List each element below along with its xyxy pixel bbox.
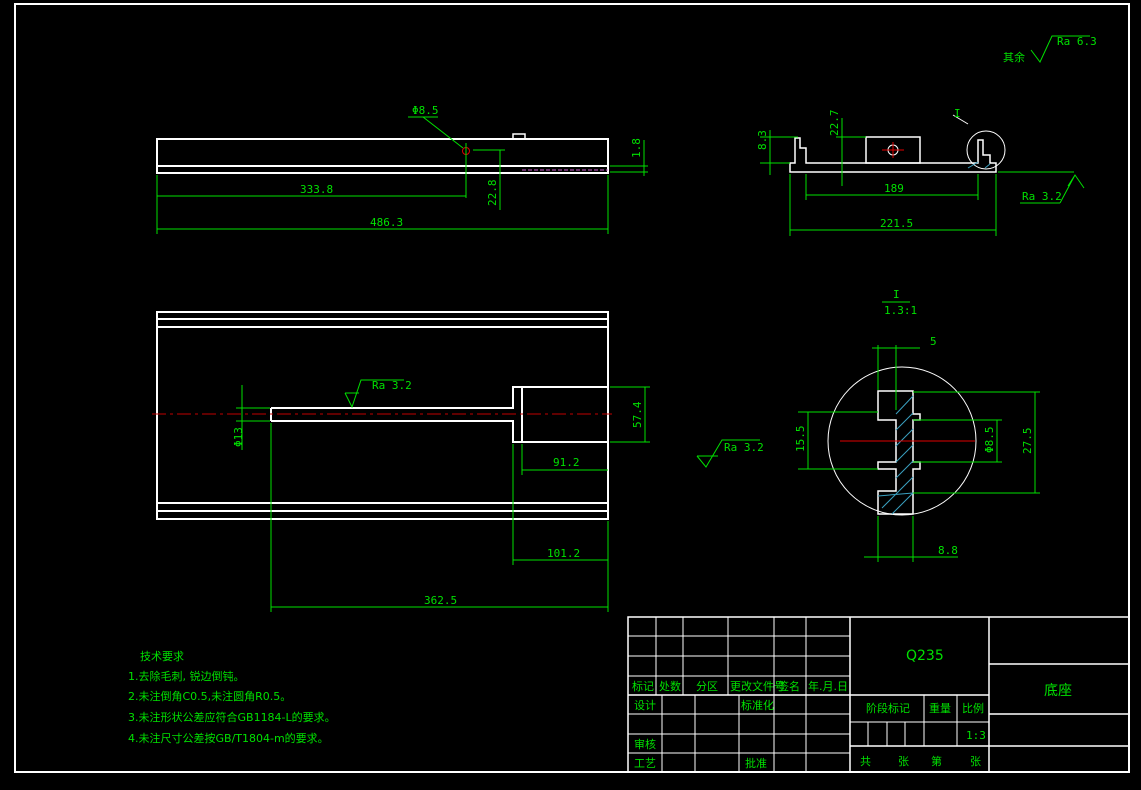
side-detail-marker: I: [954, 107, 961, 120]
side-dim-8-3: 8.3: [756, 130, 769, 150]
side-view: I 8.3 22.7 189 221.5 Ra 3.2: [756, 107, 1085, 236]
row-label-count: 处数: [659, 680, 681, 693]
top-dim-91-2: 91.2: [553, 456, 580, 469]
front-dia-label: Φ8.5: [412, 104, 439, 117]
detail-dim-15-5: 15.5: [794, 426, 807, 453]
detail-scale: 1.3:1: [884, 304, 917, 317]
tech-heading: 技术要求: [140, 650, 184, 663]
side-dim-189: 189: [884, 182, 904, 195]
top-ra-3-2: Ra 3.2: [372, 379, 412, 392]
row-label-zone: 分区: [696, 680, 718, 693]
label-sheets: 张: [898, 755, 909, 768]
label-weight: 重量: [929, 701, 951, 715]
label-sheet2: 张: [970, 755, 981, 768]
ratio-value: 1:3: [966, 729, 986, 742]
label-ratio: 比例: [962, 701, 984, 715]
tech-item-2: 2.未注倒角C0.5,未注圆角R0.5。: [128, 689, 291, 703]
title-block: Q235 底座 标记 处数 分区 更改文件号 签名 年.月.日 设计 标准化 审…: [627, 616, 1130, 773]
part-name: 底座: [1044, 683, 1072, 699]
label-design: 设计: [634, 699, 656, 712]
roughness-remainder: 其余 Ra 6.3: [1003, 35, 1097, 64]
tech-item-3: 3.未注形状公差应符合GB1184-L的要求。: [128, 710, 336, 724]
label-standardize: 标准化: [741, 698, 774, 712]
detail-dim-8-5: Φ8.5: [983, 427, 996, 454]
front-view: Φ8.5 333.8 486.3 22.8 1.8: [156, 104, 648, 234]
roughness-remainder-prefix: 其余: [1003, 50, 1025, 64]
detail-dim-27-5: 27.5: [1021, 428, 1034, 455]
label-review: 审核: [634, 737, 656, 751]
front-dim-1-8: 1.8: [630, 138, 643, 158]
row-label-change-doc: 更改文件号: [730, 679, 785, 693]
side-ra-3-2: Ra 3.2: [1022, 190, 1062, 203]
row-label-mark: 标记: [632, 679, 654, 693]
top-view: Ra 3.2 Φ13 57.4 91.2 101.2 362.5: [152, 311, 650, 612]
detail-dim-8-8: 8.8: [938, 544, 958, 557]
detail-title: I: [893, 288, 900, 301]
front-dim-486-3: 486.3: [370, 216, 403, 229]
top-dim-101-2: 101.2: [547, 547, 580, 560]
roughness-remainder-value: Ra 6.3: [1057, 35, 1097, 48]
row-label-date: 年.月.日: [808, 679, 848, 693]
tech-item-4: 4.未注尺寸公差按GB/T1804-m的要求。: [128, 731, 329, 745]
label-total: 共: [860, 755, 871, 768]
top-dim-362-5: 362.5: [424, 594, 457, 607]
row-label-sign: 签名: [778, 679, 800, 693]
label-approve: 批准: [745, 756, 767, 770]
label-no: 第: [931, 754, 942, 768]
front-dim-22-8: 22.8: [486, 180, 499, 207]
top-dim-57-4: 57.4: [631, 401, 644, 428]
label-process: 工艺: [634, 757, 656, 770]
material: Q235: [906, 648, 944, 664]
detail-dim-5: 5: [930, 335, 937, 348]
side-dim-221-5: 221.5: [880, 217, 913, 230]
drawing-border: [14, 3, 1130, 773]
label-stage-mark: 阶段标记: [866, 701, 910, 715]
top-dia-label: Φ13: [232, 427, 245, 447]
detail-ra-3-2: Ra 3.2: [724, 441, 764, 454]
tech-requirements: 技术要求 1.去除毛刺, 锐边倒钝。 2.未注倒角C0.5,未注圆角R0.5。 …: [128, 650, 336, 745]
tech-item-1: 1.去除毛刺, 锐边倒钝。: [128, 669, 245, 683]
detail-view: I 1.3:1 5 15.5 Φ8.5 27.5 8.8 Ra 3.2: [696, 288, 1040, 562]
side-dim-22-7: 22.7: [828, 110, 841, 137]
front-dim-333-8: 333.8: [300, 183, 333, 196]
